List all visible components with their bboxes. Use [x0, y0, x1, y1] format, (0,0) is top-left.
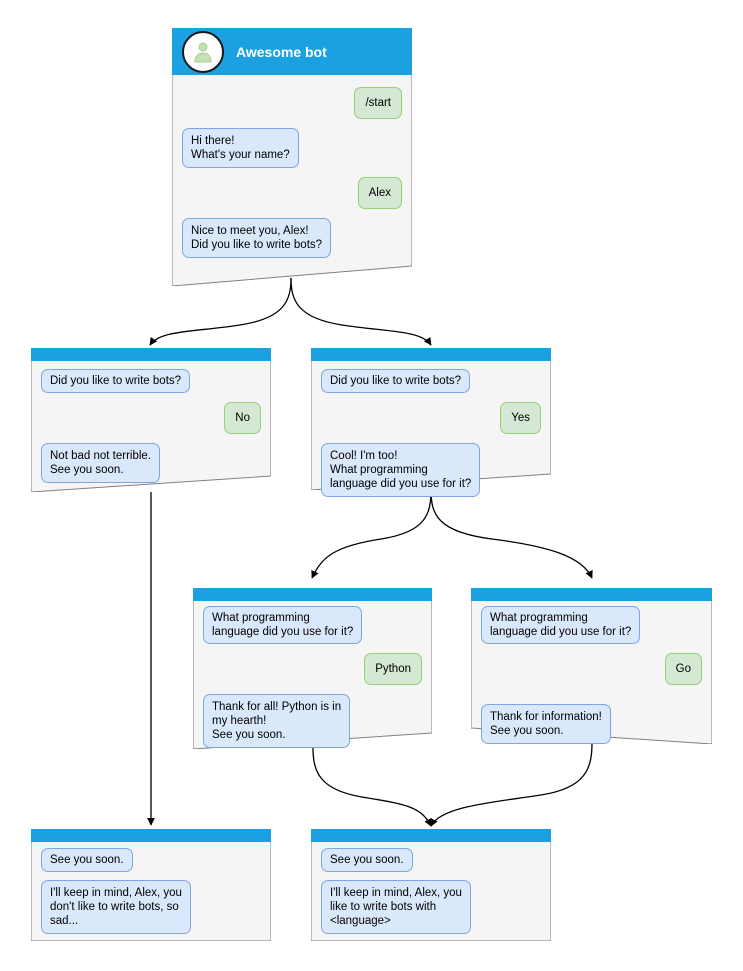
person-avatar-icon — [182, 30, 224, 73]
user-message-bubble: /start — [354, 87, 402, 119]
bot-message-bubble: See you soon. — [41, 848, 133, 872]
card-branch-go[interactable]: What programming language did you use fo… — [471, 588, 712, 744]
card-branch-yes[interactable]: Did you like to write bots? Yes Cool! I'… — [311, 348, 551, 497]
message-row: Yes — [321, 402, 541, 434]
bot-message-bubble: I'll keep in mind, Alex, you like to wri… — [321, 880, 471, 934]
bot-message-bubble: Thank for all! Python is in my hearth! S… — [203, 694, 351, 748]
user-message-bubble: No — [224, 402, 261, 434]
bot-message-bubble: See you soon. — [321, 848, 413, 872]
user-message-bubble: Yes — [500, 402, 541, 434]
user-message-bubble: Alex — [357, 177, 402, 209]
card-branch-no[interactable]: Did you like to write bots? No Not bad n… — [31, 348, 271, 492]
message-row: I'll keep in mind, Alex, you like to wri… — [321, 880, 541, 934]
edge-root-to-yes — [290, 277, 432, 346]
bot-message-bubble: Not bad not terrible. See you soon. — [41, 443, 161, 483]
message-list: Did you like to write bots? Yes Cool! I'… — [311, 361, 551, 509]
bot-message-bubble: Cool! I'm too! What programming language… — [321, 443, 481, 497]
message-row: Hi there! What's your name? — [182, 128, 402, 168]
bot-message-bubble: Did you like to write bots? — [41, 369, 191, 393]
card-end-no[interactable]: See you soon. I'll keep in mind, Alex, y… — [31, 829, 271, 941]
message-row: No — [41, 402, 261, 434]
message-row: Python — [203, 653, 422, 685]
message-row: /start — [182, 87, 402, 119]
user-message-bubble: Go — [664, 653, 702, 685]
message-row: I'll keep in mind, Alex, you don't like … — [41, 880, 261, 934]
message-row: What programming language did you use fo… — [481, 606, 702, 644]
card-header: Awesome bot — [172, 28, 412, 75]
message-list: See you soon. I'll keep in mind, Alex, y… — [311, 842, 551, 946]
card-header — [31, 829, 271, 842]
card-header — [311, 348, 551, 361]
message-row: Cool! I'm too! What programming language… — [321, 443, 541, 497]
card-end-yes[interactable]: See you soon. I'll keep in mind, Alex, y… — [311, 829, 551, 941]
bot-message-bubble: Hi there! What's your name? — [182, 128, 299, 168]
bot-message-bubble: Nice to meet you, Alex! Did you like to … — [182, 218, 332, 258]
message-row: Thank for information! See you soon. — [481, 704, 702, 744]
message-list: What programming language did you use fo… — [471, 601, 712, 756]
message-row: Nice to meet you, Alex! Did you like to … — [182, 218, 402, 258]
card-awesome-bot-root[interactable]: Awesome bot /start Hi there! What's your… — [172, 28, 412, 286]
user-message-bubble: Python — [364, 653, 422, 685]
message-list: Did you like to write bots? No Not bad n… — [31, 361, 271, 495]
message-row: Not bad not terrible. See you soon. — [41, 443, 261, 483]
message-row: Alex — [182, 177, 402, 209]
bot-message-bubble: What programming language did you use fo… — [203, 606, 363, 644]
message-row: Go — [481, 653, 702, 685]
card-header — [471, 588, 712, 601]
message-row: Thank for all! Python is in my hearth! S… — [203, 694, 422, 748]
card-header — [311, 829, 551, 842]
message-row: What programming language did you use fo… — [203, 606, 422, 644]
card-branch-python[interactable]: What programming language did you use fo… — [193, 588, 432, 749]
message-row: Did you like to write bots? — [321, 369, 541, 393]
bot-message-bubble: Thank for information! See you soon. — [481, 704, 611, 744]
message-list: What programming language did you use fo… — [193, 601, 432, 760]
card-header — [193, 588, 432, 601]
bot-title: Awesome bot — [236, 43, 327, 60]
message-list: /start Hi there! What's your name? Alex … — [172, 75, 412, 270]
message-list: See you soon. I'll keep in mind, Alex, y… — [31, 842, 271, 946]
card-header — [31, 348, 271, 361]
message-row: See you soon. — [321, 848, 541, 872]
edge-root-to-no — [149, 277, 292, 346]
bot-message-bubble: I'll keep in mind, Alex, you don't like … — [41, 880, 191, 934]
message-row: See you soon. — [41, 848, 261, 872]
message-row: Did you like to write bots? — [41, 369, 261, 393]
bot-message-bubble: Did you like to write bots? — [321, 369, 471, 393]
bot-message-bubble: What programming language did you use fo… — [481, 606, 641, 644]
